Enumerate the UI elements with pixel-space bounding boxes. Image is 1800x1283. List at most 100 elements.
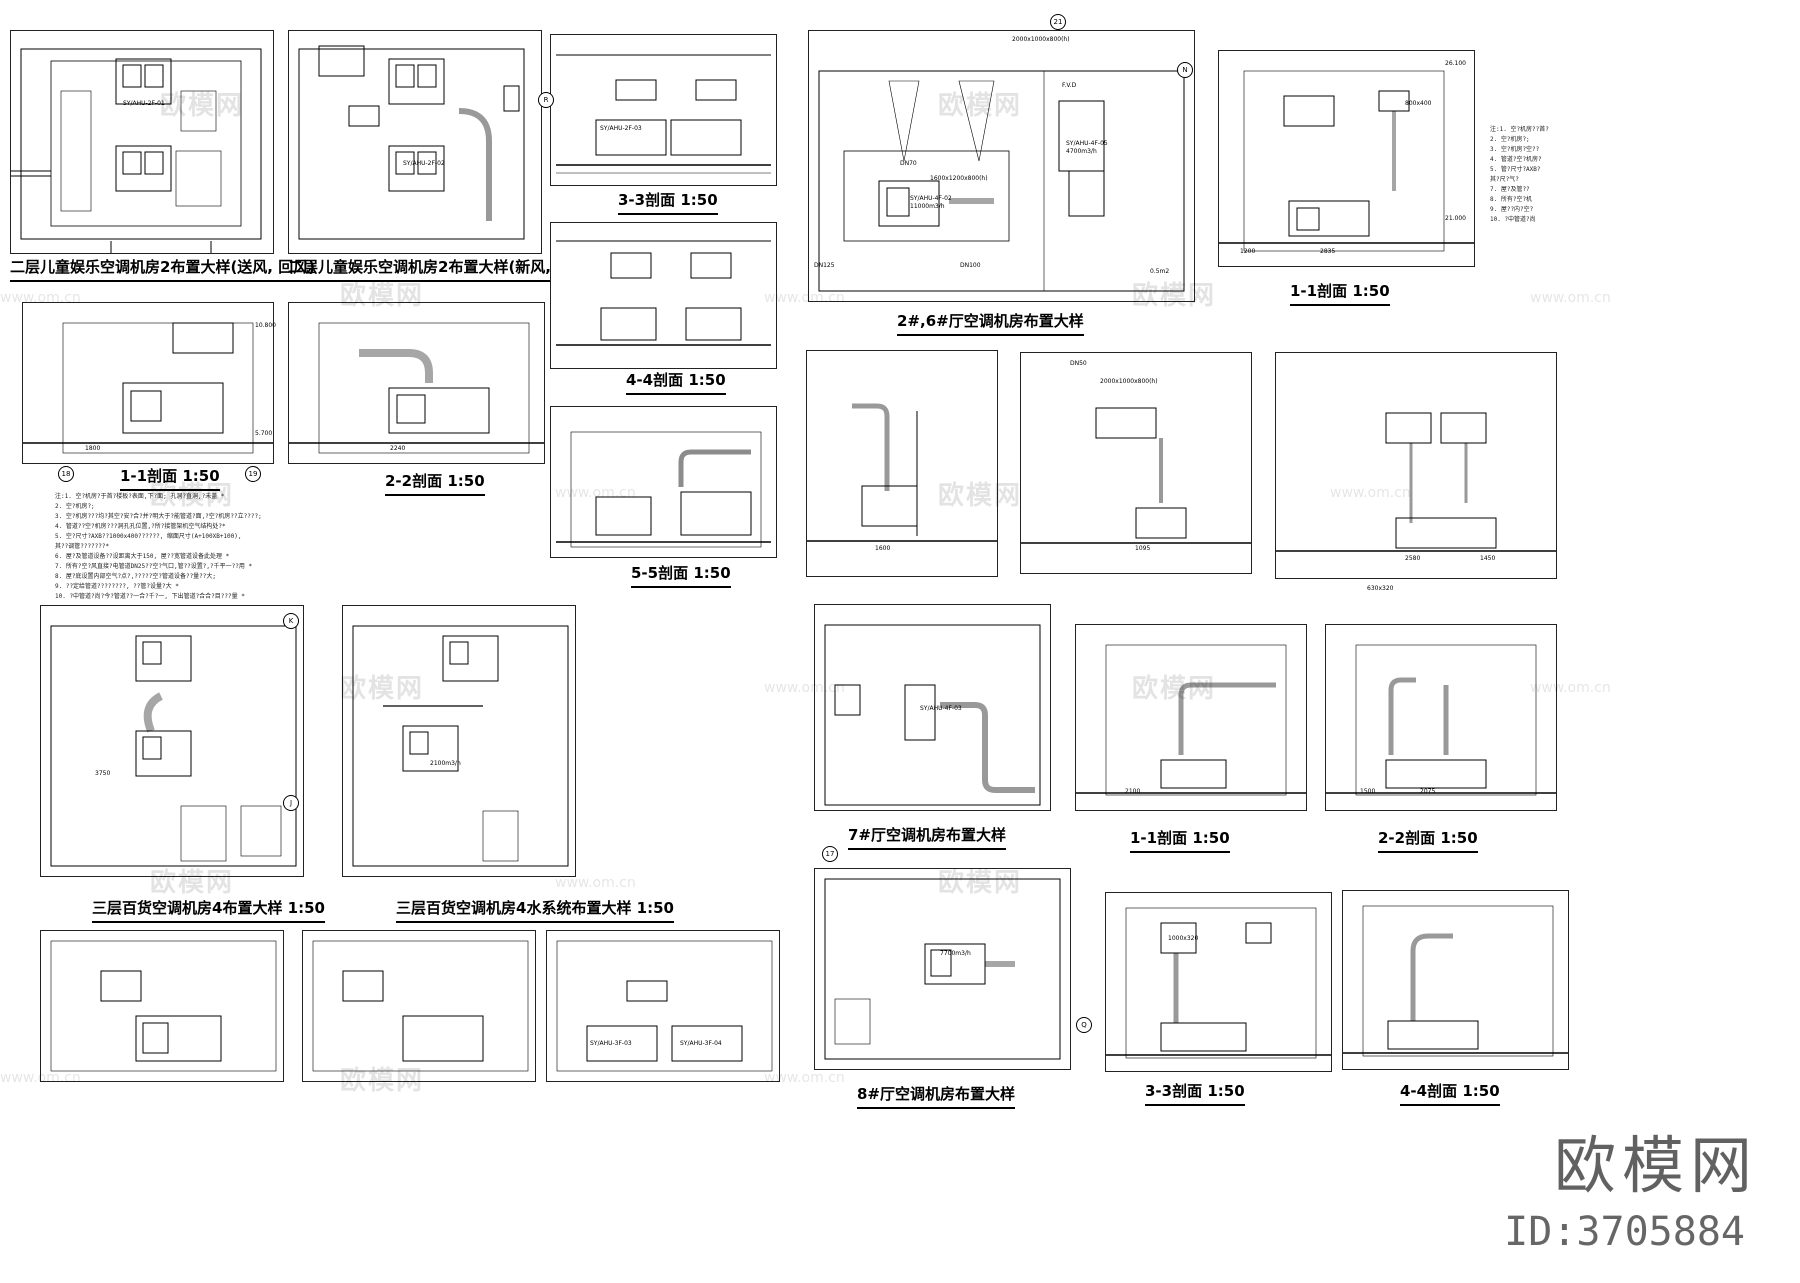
drawing-sheet-s12 (814, 604, 1051, 811)
airflow-label: 7700m3/h (940, 950, 971, 957)
grid-bubble: 17 (822, 846, 838, 862)
section-drawing (556, 940, 773, 1072)
equipment-label: SY/AHU-2F-03 (600, 125, 642, 132)
drawing-sheet-s1 (10, 30, 274, 254)
dimension-label: 3750 (95, 770, 111, 777)
floor-plan-drawing (818, 70, 1185, 292)
drawing-sheet-s10b (1020, 352, 1252, 574)
notes-left: 注:1. 空?机房?于首?楼板?表面,下?面; 孔洞?直洞,?未盖 *2. 空?… (55, 493, 262, 600)
dimension-label: 1200 (1240, 248, 1256, 255)
dimension-label: 1450 (1480, 555, 1496, 562)
drawing-sheet-s14 (1325, 624, 1557, 811)
grid-bubble: K (283, 613, 299, 629)
floor-plan-drawing (298, 45, 525, 240)
watermark-url: www.om.cn (0, 1070, 81, 1086)
caption-s14: 2-2剖面 1:50 (1378, 829, 1478, 853)
elevation-label: 26.100 (1445, 60, 1466, 67)
section-drawing (1021, 407, 1251, 544)
equipment-label: SY/AHU-3F-03 (590, 1040, 632, 1047)
section-drawing (556, 54, 771, 174)
watermark-url: www.om.cn (1530, 680, 1611, 696)
caption-s2: 二层儿童娱乐空调机房2布置大样(新风, 排烟补风) (288, 258, 624, 282)
watermark-brand: 欧模网 (340, 281, 425, 311)
pipe-label: DN100 (960, 262, 981, 269)
equipment-label: SY/AHU-4F-02 (910, 195, 952, 202)
floor-plan-drawing (50, 625, 297, 867)
drawing-sheet-s9 (1218, 50, 1475, 267)
drawing-sheet-s7 (288, 302, 545, 464)
caption-s12: 7#厅空调机房布置大样 (848, 826, 1007, 850)
section-drawing (556, 431, 771, 548)
elevation-label: 10.800 (255, 322, 276, 329)
grid-bubble: R (538, 92, 554, 108)
section-drawing (1276, 412, 1556, 552)
airflow-label: 11000m3/h (910, 203, 945, 210)
drawing-sheet-s16 (1105, 892, 1332, 1072)
section-drawing (556, 240, 771, 346)
section-drawing (807, 403, 997, 542)
watermark-url: www.om.cn (555, 485, 636, 501)
pipe-label: 0.5m2 (1150, 268, 1170, 275)
equipment-label: SY/AHU-2F-01 (123, 100, 165, 107)
caption-s8: 2#,6#厅空调机房布置大样 (897, 312, 1084, 336)
drawing-sheet-s15 (814, 868, 1071, 1070)
watermark-brand: 欧模网 (160, 91, 245, 121)
watermark-url: www.om.cn (764, 290, 845, 306)
dimension-label: 1095 (1135, 545, 1151, 552)
equipment-label: SY/AHU-4F-03 (920, 705, 962, 712)
drawing-sheet-s3 (550, 34, 777, 186)
drawing-sheet-s10 (806, 350, 998, 577)
section-drawing (1343, 905, 1568, 1057)
equipment-label: SY/AHU-3F-04 (680, 1040, 722, 1047)
watermark-url: www.om.cn (764, 1070, 845, 1086)
drawing-sheet-s17 (1342, 890, 1569, 1070)
pipe-label: F.V.D (1062, 82, 1077, 89)
drawing-sheet-s5 (550, 406, 777, 558)
floor-plan-drawing (824, 878, 1061, 1060)
dimension-label: 2835 (1320, 248, 1336, 255)
drawing-sheet-bottom-3 (546, 930, 780, 1082)
dimension-label: 1600 (875, 545, 891, 552)
notes-right: 注:1. 空?机房??首?2. 空?机房?;3. 空?机房?空?? 4. 管道?… (1490, 126, 1549, 223)
watermark-url: www.om.cn (1530, 290, 1611, 306)
watermark-brand: 欧模网 (150, 868, 235, 898)
section-drawing (289, 322, 544, 454)
airflow-label: 4700m3/h (1066, 148, 1097, 155)
caption-s7: 2-2剖面 1:50 (385, 472, 485, 496)
duct-size-label: 800x400 (1405, 100, 1432, 107)
brand-logo-text: 欧模网 (1553, 1129, 1758, 1202)
caption-s11: 三层百货空调机房4水系统布置大样 1:50 (396, 899, 674, 923)
asset-id: ID:3705884 (1504, 1209, 1745, 1255)
caption-s4: 4-4剖面 1:50 (626, 371, 726, 395)
grid-bubble: 19 (245, 466, 261, 482)
drawing-sheet-s13 (1075, 624, 1307, 811)
drawing-sheet-bottom-2 (302, 930, 536, 1082)
watermark-brand: 欧模网 (938, 91, 1023, 121)
duct-size-label: 1000x320 (1168, 935, 1199, 942)
drawing-sheet-s10c (1275, 352, 1557, 579)
pipe-label: DN50 (1070, 360, 1087, 367)
caption-s15: 8#厅空调机房布置大样 (857, 1085, 1016, 1109)
caption-s17: 4-4剖面 1:50 (1400, 1082, 1500, 1106)
duct-size-label: 2000x1000x800(h) (1012, 36, 1070, 43)
drawing-sheet-s2 (288, 30, 542, 254)
dimension-label: 2240 (390, 445, 406, 452)
grid-bubble: 18 (58, 466, 74, 482)
section-drawing (1219, 70, 1474, 252)
equipment-label: SY/AHU-4F-05 (1066, 140, 1108, 147)
duct-size-label: 1600x1200x800(h) (930, 175, 988, 182)
watermark-brand: 欧模网 (340, 1066, 425, 1096)
watermark-brand: 欧模网 (938, 481, 1023, 511)
drawing-sheet-s4 (550, 222, 777, 369)
watermark-brand: 欧模网 (938, 868, 1023, 898)
watermark-url: www.om.cn (555, 875, 636, 891)
dimension-label: 2580 (1405, 555, 1421, 562)
section-drawing (23, 322, 273, 454)
elevation-label: 5.700 (255, 430, 273, 437)
section-drawing (1076, 644, 1306, 796)
pipe-label: DN70 (900, 160, 917, 167)
drawing-sheet-s10d (40, 605, 304, 877)
pipe-label: DN125 (814, 262, 835, 269)
caption-s10: 三层百货空调机房4布置大样 1:50 (92, 899, 325, 923)
dimension-label: 1800 (85, 445, 101, 452)
